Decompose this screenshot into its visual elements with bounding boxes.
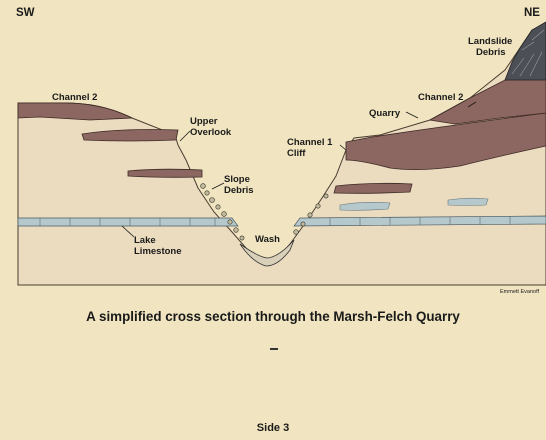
label-lake-limestone-line2: Limestone xyxy=(134,246,182,257)
orientation-sw: SW xyxy=(16,7,35,19)
leader-channel1-cliff xyxy=(340,145,346,150)
channel2-left-body xyxy=(18,103,132,120)
divider-dash xyxy=(270,348,278,350)
label-channel1-cliff-line1: Channel 1 xyxy=(287,137,333,148)
limestone-lens-2 xyxy=(448,198,488,205)
leader-slope-debris xyxy=(212,183,224,189)
label-landslide-debris-line2: Debris xyxy=(476,47,506,58)
label-upper-overlook-line2: Overlook xyxy=(190,127,232,138)
label-lake-limestone-line1: Lake xyxy=(134,235,156,246)
lake-limestone-bed-left xyxy=(18,218,238,226)
label-upper-overlook-line1: Upper xyxy=(190,116,218,127)
label-landslide-debris-line1: Landslide xyxy=(468,36,512,47)
channel-lens-right-lower xyxy=(334,183,412,193)
label-wash: Wash xyxy=(255,234,280,245)
credit-text: Emmett Evanoff xyxy=(500,289,539,295)
label-slope-debris-line2: Debris xyxy=(224,185,254,196)
leader-upper-overlook xyxy=(180,131,190,141)
landslide-debris-body xyxy=(505,22,546,80)
label-channel2-left: Channel 2 xyxy=(52,92,97,103)
label-channel1-cliff-line2: Cliff xyxy=(287,148,306,159)
label-slope-debris-line1: Slope xyxy=(224,174,250,185)
orientation-ne: NE xyxy=(524,7,540,19)
channel-lens-left-lower xyxy=(128,169,202,177)
label-quarry: Quarry xyxy=(369,108,401,119)
page-footer: Side 3 xyxy=(0,422,546,434)
cross-section-diagram: SW NE Channel 2 Upper Overlook Channel 1… xyxy=(0,0,546,300)
diagram-caption: A simplified cross section through the M… xyxy=(0,309,546,324)
label-channel2-right: Channel 2 xyxy=(418,92,463,103)
leader-quarry xyxy=(406,112,418,118)
